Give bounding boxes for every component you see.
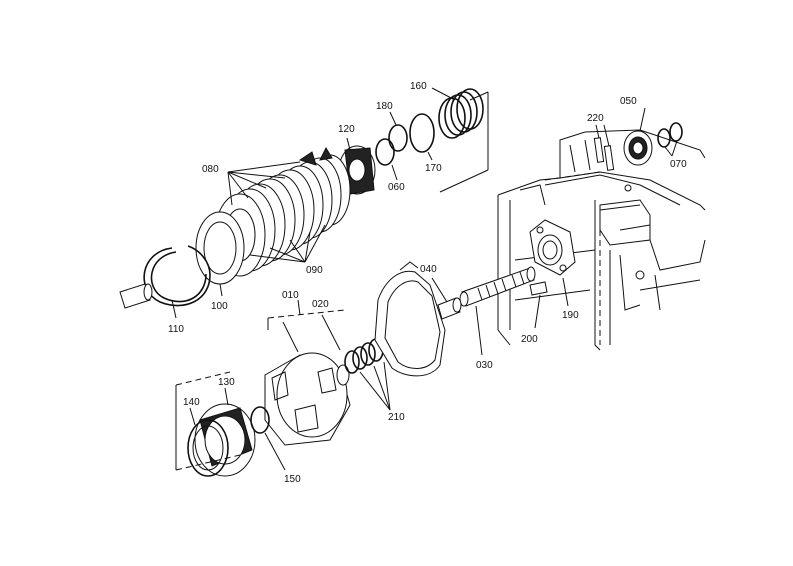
cover-plate xyxy=(374,261,446,377)
label-020: 020 xyxy=(312,299,329,310)
leaders-090 xyxy=(249,224,326,263)
bolt-200 xyxy=(529,281,548,329)
label-200: 200 xyxy=(521,334,538,345)
label-140: 140 xyxy=(183,397,200,408)
label-190: 190 xyxy=(562,310,579,321)
label-100: 100 xyxy=(211,301,228,312)
ring-170 xyxy=(409,113,435,161)
label-010: 010 xyxy=(282,290,299,301)
label-150: 150 xyxy=(284,474,301,485)
bracket-190 xyxy=(529,219,576,307)
rings-070 xyxy=(657,122,683,157)
callout-labels: 010 020 030 040 050 060 070 080 090 100 … xyxy=(168,81,687,485)
spring-160 xyxy=(431,87,484,139)
label-110: 110 xyxy=(168,324,184,335)
pressure-plate-100 xyxy=(195,211,245,297)
leaders-080 xyxy=(227,161,301,206)
shaft-030 xyxy=(459,266,536,356)
pins-220 xyxy=(593,124,615,171)
clutch-drum-010 xyxy=(264,299,351,446)
frame-lines xyxy=(439,91,489,193)
label-120: 120 xyxy=(338,124,355,135)
label-180: 180 xyxy=(376,101,393,112)
o-ring-150 xyxy=(250,406,286,471)
snap-ring-110 xyxy=(143,245,211,319)
shaft-stub xyxy=(119,283,153,309)
seal-050 xyxy=(623,107,653,166)
label-160: 160 xyxy=(410,81,427,92)
ring-060 xyxy=(375,138,398,181)
label-220: 220 xyxy=(587,113,604,124)
label-040: 040 xyxy=(420,264,437,275)
label-070: 070 xyxy=(670,159,687,170)
snap-ring-180 xyxy=(388,111,408,152)
label-030: 030 xyxy=(476,360,493,371)
bushing-040 xyxy=(431,277,462,320)
label-130: 130 xyxy=(218,377,235,388)
ring-140 xyxy=(175,371,241,477)
label-210: 210 xyxy=(388,412,405,423)
label-090: 090 xyxy=(306,265,323,276)
label-050: 050 xyxy=(620,96,637,107)
label-170: 170 xyxy=(425,163,442,174)
label-080: 080 xyxy=(202,164,219,175)
label-060: 060 xyxy=(388,182,405,193)
